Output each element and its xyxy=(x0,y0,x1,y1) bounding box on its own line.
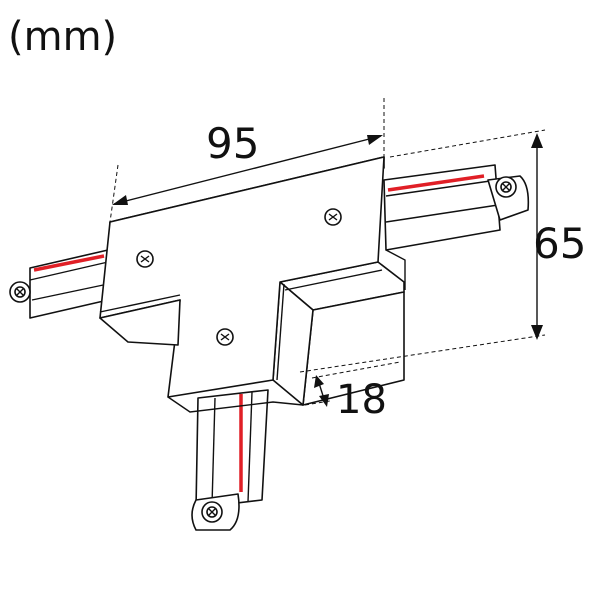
dimension-length: 95 xyxy=(109,98,385,223)
left-arm-connector xyxy=(9,249,109,319)
unit-label: (mm) xyxy=(8,14,117,60)
connector-body xyxy=(99,156,405,413)
screw-icon xyxy=(324,208,342,226)
right-arm-connector xyxy=(383,164,530,290)
height-label: 65 xyxy=(533,219,586,268)
length-label: 95 xyxy=(206,119,259,168)
screw-icon xyxy=(216,328,234,346)
screw-icon xyxy=(136,250,154,268)
dimension-height: 65 xyxy=(299,129,586,373)
thickness-label: 18 xyxy=(336,377,387,423)
bottom-arm-connector xyxy=(191,389,269,531)
dimension-thickness: 18 xyxy=(304,361,401,423)
